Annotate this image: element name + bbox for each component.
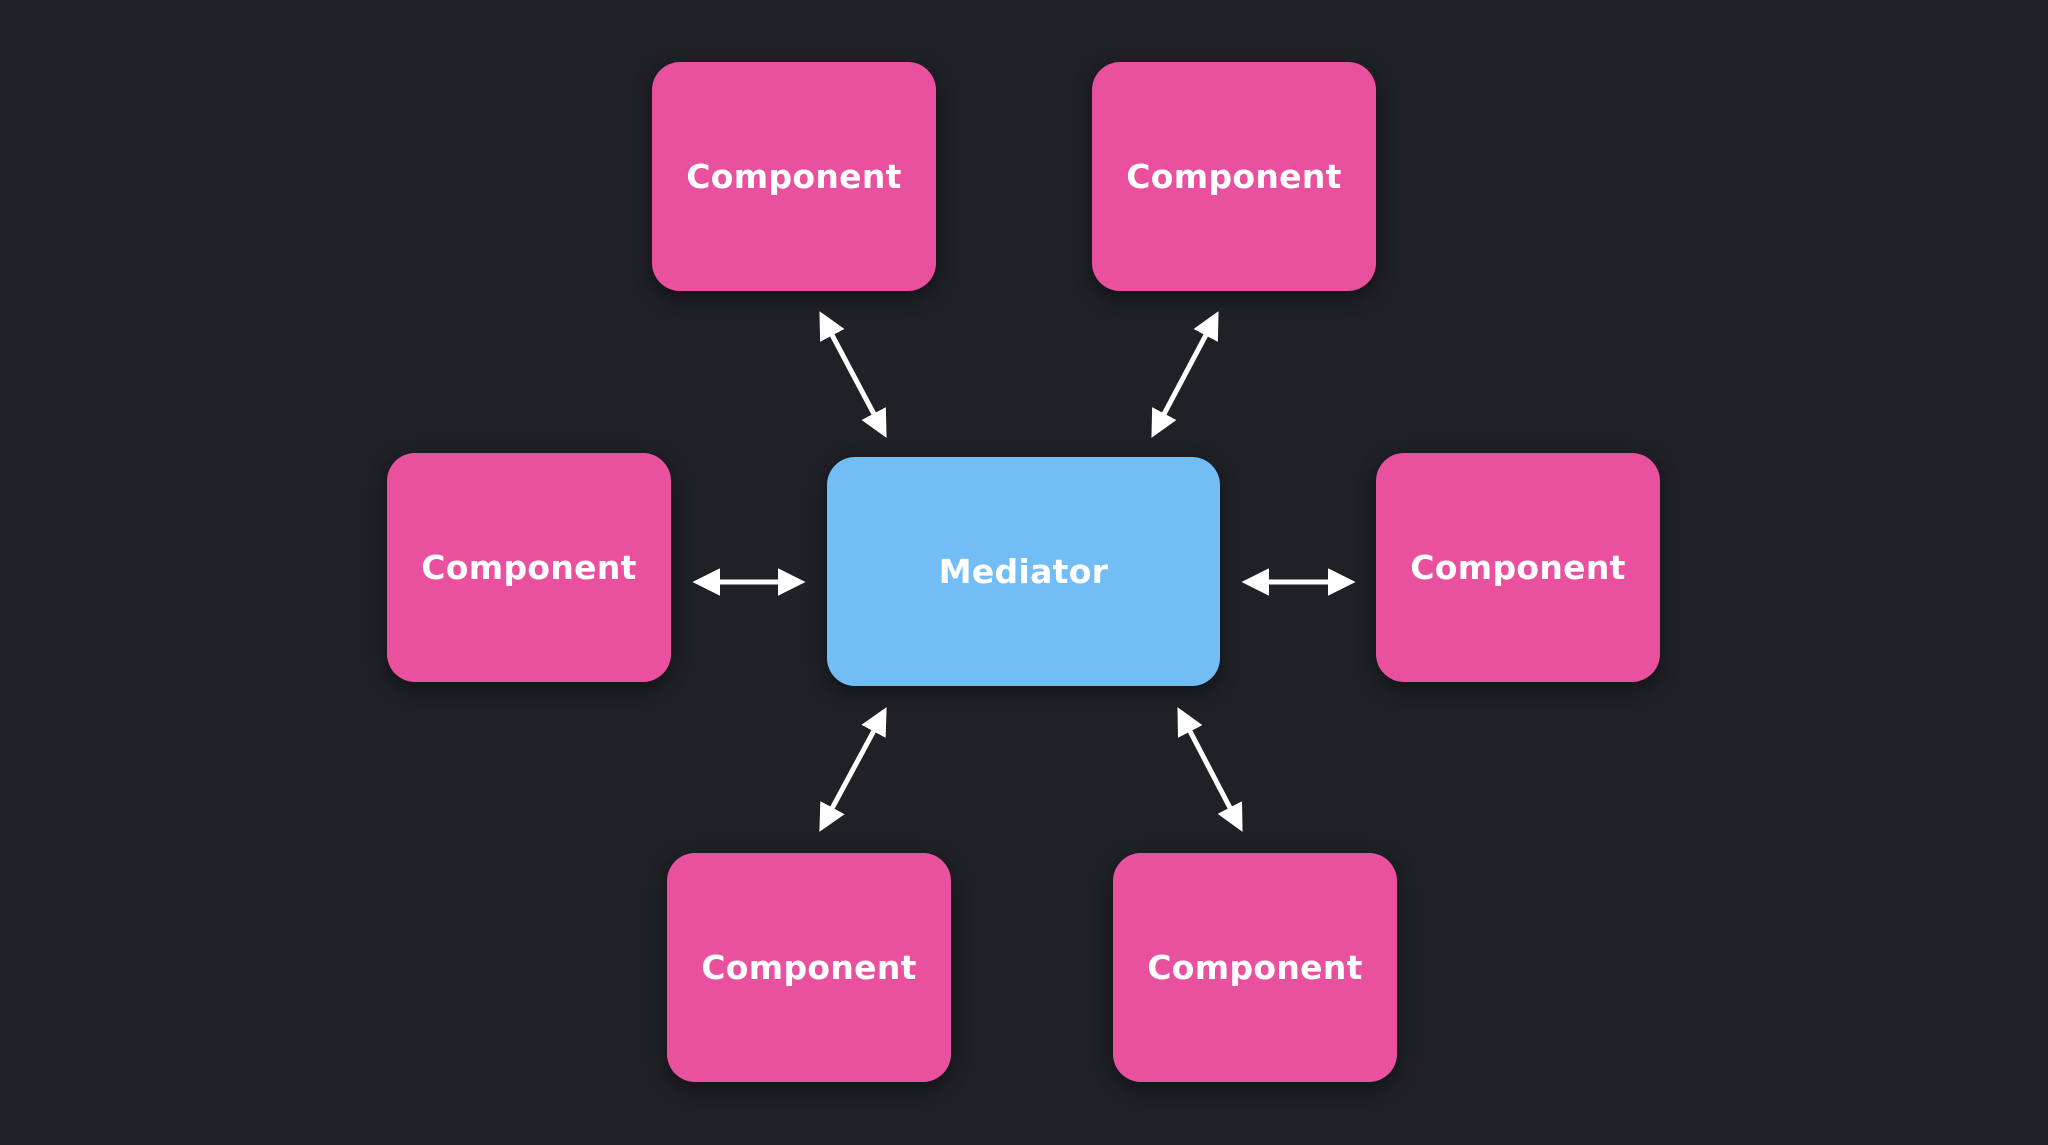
- mediator-node: Mediator: [827, 457, 1220, 686]
- component-label: Component: [421, 548, 637, 587]
- arrow-mediator-bottom-left: [819, 707, 887, 832]
- component-node-top-left: Component: [652, 62, 936, 291]
- component-label: Component: [686, 157, 902, 196]
- arrow-mediator-bottom-right: [1177, 707, 1243, 832]
- component-node-bottom-right: Component: [1113, 853, 1397, 1082]
- component-node-bottom-left: Component: [667, 853, 951, 1082]
- component-node-mid-right: Component: [1376, 453, 1660, 682]
- component-label: Component: [701, 948, 917, 987]
- mediator-label: Mediator: [938, 552, 1109, 591]
- component-label: Component: [1147, 948, 1363, 987]
- component-label: Component: [1126, 157, 1342, 196]
- component-node-mid-left: Component: [387, 453, 671, 682]
- arrow-mediator-top-right: [1151, 311, 1219, 438]
- component-node-top-right: Component: [1092, 62, 1376, 291]
- component-label: Component: [1410, 548, 1626, 587]
- arrow-mediator-top-left: [819, 311, 887, 438]
